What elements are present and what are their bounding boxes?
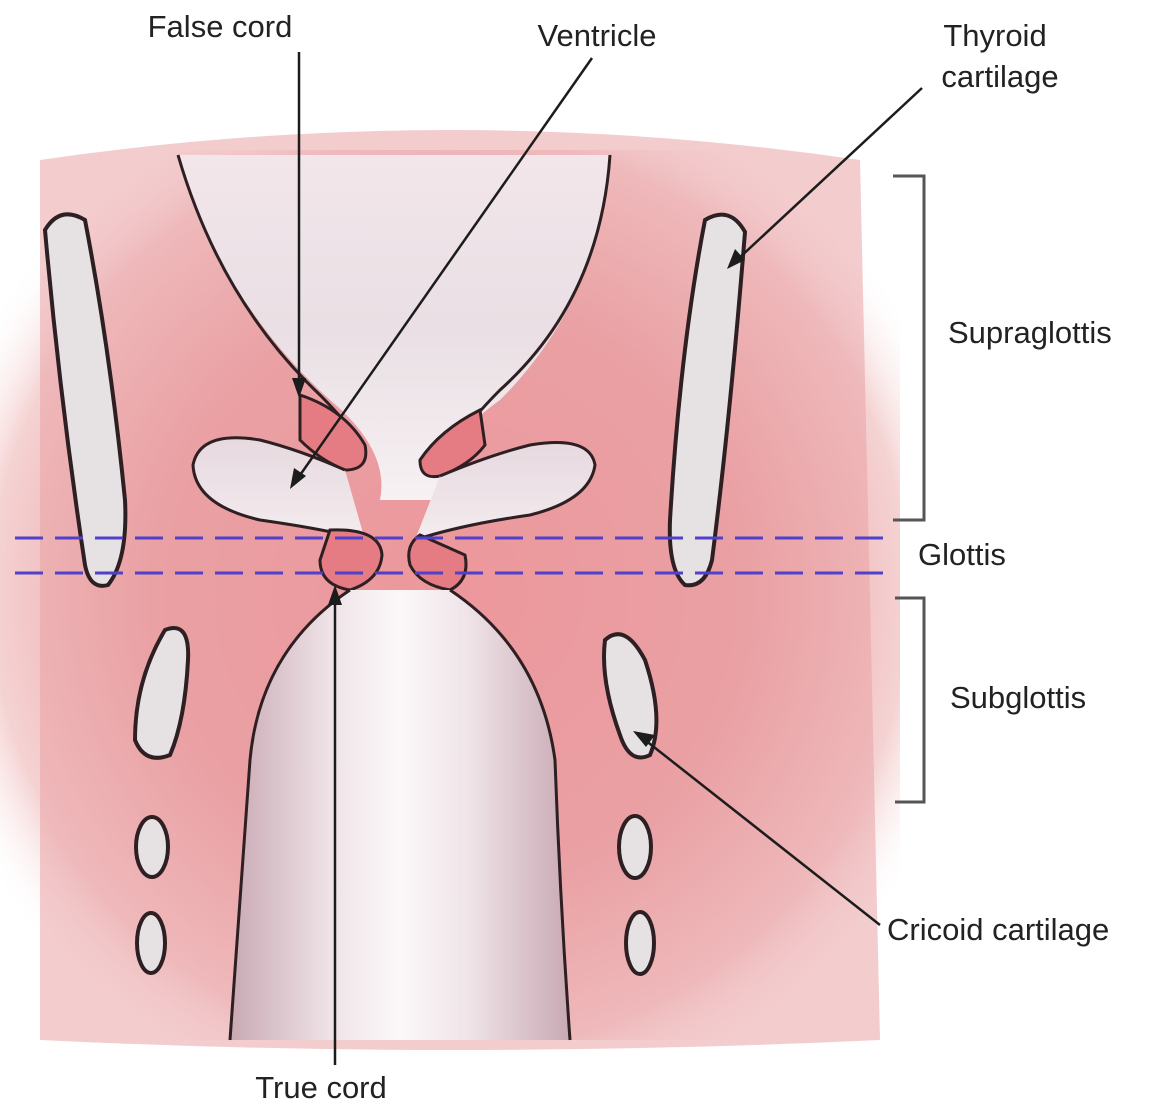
label-ventricle: Ventricle [538,18,657,53]
label-cricoid-cartilage: Cricoid cartilage [887,912,1109,947]
label-true-cord: True cord [255,1070,387,1105]
label-false-cord: False cord [148,9,293,44]
label-glottis: Glottis [918,537,1006,572]
label-thyroid-line2: cartilage [941,59,1058,94]
label-subglottis: Subglottis [950,680,1086,715]
label-thyroid-line1: Thyroid [943,18,1046,53]
label-supraglottis: Supraglottis [948,315,1112,350]
